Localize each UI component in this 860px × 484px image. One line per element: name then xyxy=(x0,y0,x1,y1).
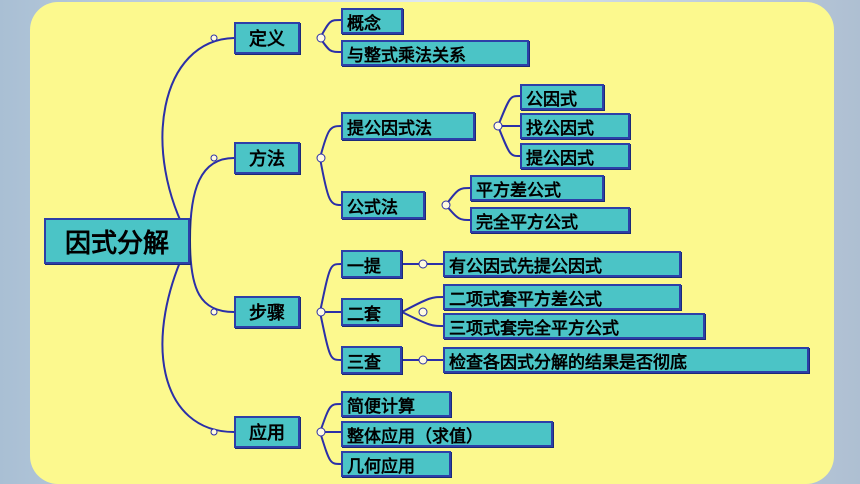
node-trinomial-detail[interactable]: 三项式套完全平方公式 xyxy=(443,313,705,339)
node-difference-of-squares[interactable]: 平方差公式 xyxy=(470,175,604,201)
node-step-extract[interactable]: 一提 xyxy=(341,250,402,278)
node-check-detail[interactable]: 检查各因式分解的结果是否彻底 xyxy=(443,347,809,373)
node-perfect-square[interactable]: 完全平方公式 xyxy=(470,207,630,233)
node-extract-common-factor[interactable]: 提公因式 xyxy=(520,143,630,169)
node-step-extract-detail[interactable]: 有公因式先提公因式 xyxy=(443,251,681,277)
node-common-factor[interactable]: 公因式 xyxy=(520,84,604,110)
node-common-factor-method[interactable]: 提公因式法 xyxy=(341,112,475,140)
node-binomial-detail[interactable]: 二项式套平方差公式 xyxy=(443,284,681,310)
node-simple-calculation[interactable]: 简便计算 xyxy=(341,391,451,417)
node-step-check[interactable]: 三查 xyxy=(341,346,402,374)
branch-application[interactable]: 应用 xyxy=(234,416,300,448)
node-formula-method[interactable]: 公式法 xyxy=(341,191,425,219)
node-overall-application[interactable]: 整体应用（求值） xyxy=(341,421,553,447)
root-node[interactable]: 因式分解 xyxy=(44,218,190,264)
node-geometry-application[interactable]: 几何应用 xyxy=(341,451,451,477)
node-step-apply-formula[interactable]: 二套 xyxy=(341,298,402,326)
node-relation-with-multiplication[interactable]: 与整式乘法关系 xyxy=(341,40,529,66)
branch-method[interactable]: 方法 xyxy=(234,142,300,174)
branch-steps[interactable]: 步骤 xyxy=(234,296,300,328)
node-find-common-factor[interactable]: 找公因式 xyxy=(520,113,630,139)
branch-definition[interactable]: 定义 xyxy=(234,22,300,54)
node-concept[interactable]: 概念 xyxy=(341,8,403,34)
